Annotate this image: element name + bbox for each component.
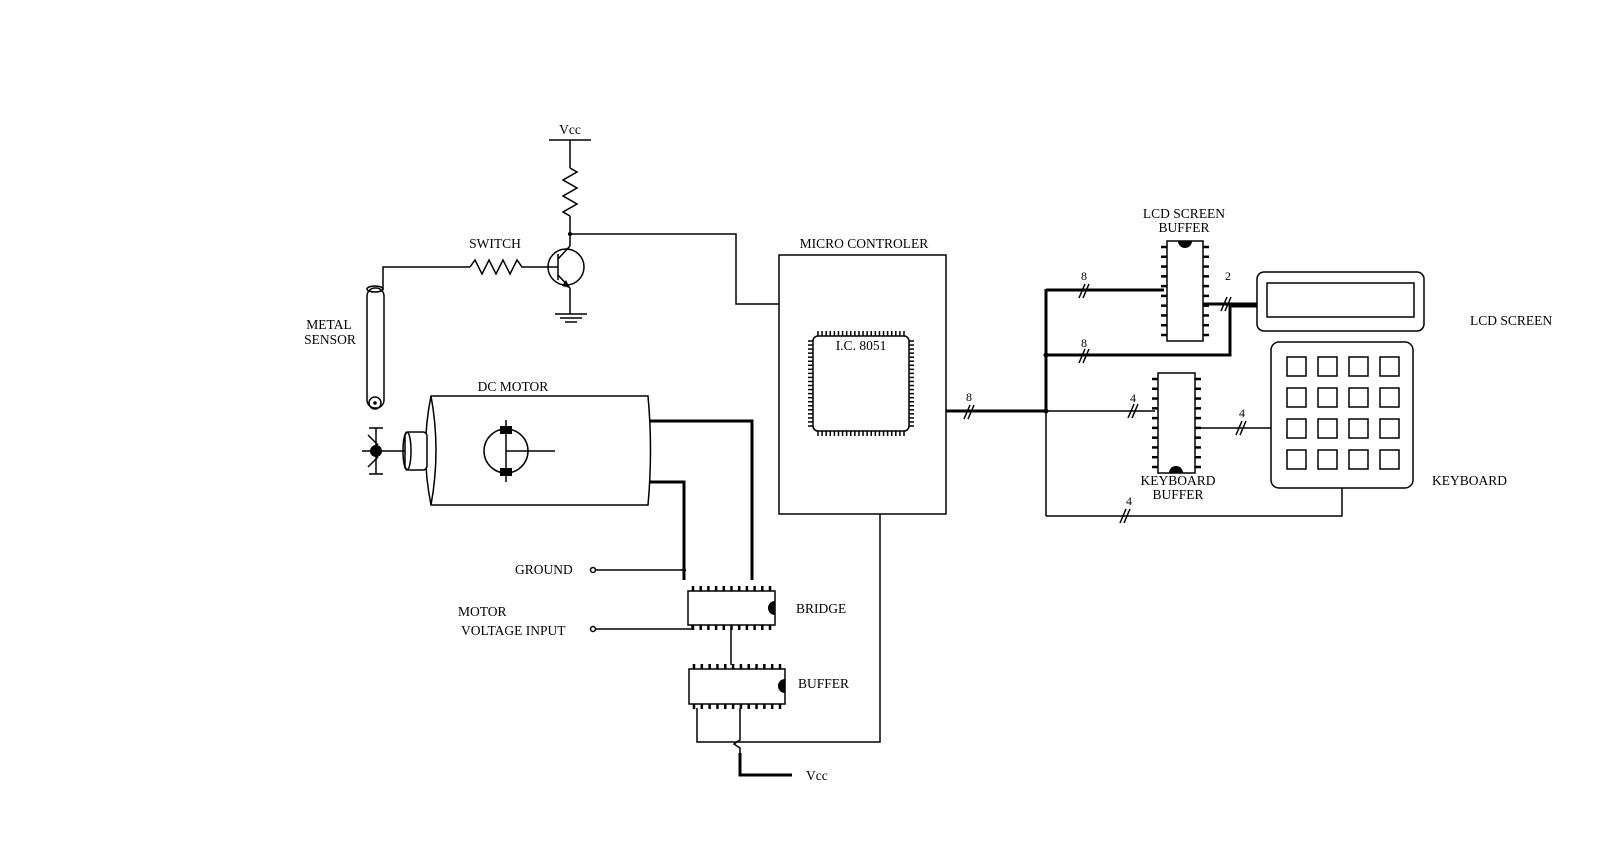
keyboard-buffer-ic: KEYBOARD BUFFER	[1140, 372, 1216, 502]
bus-width-kb-buffer-out: 4	[1239, 406, 1245, 420]
bus-width-kb-buffer-in: 4	[1130, 391, 1136, 405]
keypad: KEYBOARD	[1270, 341, 1507, 489]
switch-resistor: SWITCH	[382, 236, 525, 290]
lcd-buffer-label-1: LCD SCREEN	[1143, 206, 1225, 221]
dc-motor: DC MOTOR	[362, 379, 652, 506]
npn-transistor	[525, 234, 585, 314]
buffer-label: BUFFER	[798, 676, 849, 691]
motor-input-label-1: MOTOR	[458, 604, 507, 619]
switch-label: SWITCH	[469, 236, 521, 251]
buffer-control-wires	[696, 514, 881, 753]
keypad-key	[1317, 449, 1338, 470]
keypad-key	[1348, 418, 1369, 439]
buffer-ic: BUFFER	[688, 664, 849, 709]
motor-bridge-wires	[650, 419, 754, 580]
bridge-label: BRIDGE	[796, 601, 846, 616]
keypad-key	[1286, 387, 1307, 408]
vcc-top-label: Vcc	[559, 122, 581, 137]
bus-keyboard-return: 4	[1046, 488, 1343, 524]
main-data-bus: 8	[946, 289, 1049, 516]
dc-motor-label: DC MOTOR	[478, 379, 549, 394]
keyboard-label: KEYBOARD	[1432, 473, 1507, 488]
metal-sensor-label-1: METAL	[306, 317, 351, 332]
metal-sensor: METAL SENSOR	[304, 285, 385, 410]
motor-voltage-input: MOTOR VOLTAGE INPUT	[458, 604, 693, 638]
metal-sensor-label-2: SENSOR	[304, 332, 356, 347]
keypad-key	[1286, 449, 1307, 470]
pullup-resistor	[561, 167, 579, 234]
keypad-key	[1348, 356, 1369, 377]
bridge-ic: BRIDGE	[687, 586, 846, 630]
bus-width-lcd-buffer-out: 2	[1225, 269, 1231, 283]
motor-input-label-2: VOLTAGE INPUT	[461, 623, 566, 638]
lcd-screen: LCD SCREEN	[1256, 271, 1552, 332]
ground-input: GROUND	[515, 562, 686, 577]
bus-width-kb-return: 4	[1126, 494, 1132, 508]
ground-symbol-transistor	[555, 313, 587, 323]
lcd-buffer-ic: LCD SCREEN BUFFER	[1143, 206, 1225, 342]
vcc-top-supply: Vcc	[549, 122, 591, 168]
bus-keyboard-buffer-out: 4	[1195, 406, 1271, 436]
lcd-buffer-label-2: BUFFER	[1158, 220, 1209, 235]
microcontroller: MICRO CONTROLER I.C. 8051	[778, 236, 947, 515]
keypad-key	[1286, 418, 1307, 439]
keypad-key	[1379, 449, 1400, 470]
keypad-key	[1317, 418, 1338, 439]
keypad-key	[1379, 387, 1400, 408]
bus-width-lcd-direct: 8	[1081, 336, 1087, 350]
keypad-key	[1379, 356, 1400, 377]
keypad-key	[1317, 356, 1338, 377]
keypad-key	[1348, 449, 1369, 470]
lcd-screen-label: LCD SCREEN	[1470, 313, 1552, 328]
keypad-key	[1348, 387, 1369, 408]
ground-label: GROUND	[515, 562, 573, 577]
bus-width-lcd-buffer-in: 8	[1081, 269, 1087, 283]
sensor-signal-wire	[568, 232, 779, 305]
keypad-key	[1379, 418, 1400, 439]
vcc-bottom-label: Vcc	[806, 768, 828, 783]
keyboard-buffer-label-2: BUFFER	[1152, 487, 1203, 502]
keypad-key	[1286, 356, 1307, 377]
ic-8051-label: I.C. 8051	[836, 338, 887, 353]
bus-to-lcd-buffer: 8	[1046, 269, 1164, 299]
bus-lcd-buffer-out: 2	[1203, 269, 1257, 312]
keyboard-buffer-label-1: KEYBOARD	[1140, 473, 1215, 488]
bus-to-lcd-direct: 8	[1046, 304, 1257, 364]
ic-8051-pins	[808, 331, 914, 436]
keypad-key	[1317, 387, 1338, 408]
bus-to-keyboard-buffer: 4	[1046, 391, 1155, 419]
micro-controller-label: MICRO CONTROLER	[800, 236, 929, 251]
vcc-bottom-supply: Vcc	[738, 753, 828, 783]
bus-width-mcu-out: 8	[966, 390, 972, 404]
keypad-keys	[1286, 356, 1400, 470]
